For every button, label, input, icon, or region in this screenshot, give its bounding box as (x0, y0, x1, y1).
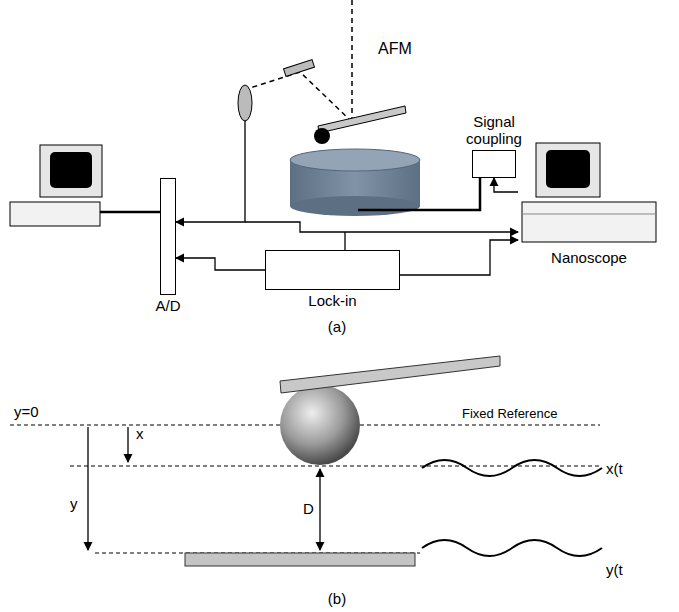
cantilever (280, 356, 500, 393)
cylinder-top (290, 149, 420, 171)
laser-beam (250, 0, 352, 122)
lockin-box: Lock-in (265, 250, 400, 290)
sphere (280, 385, 360, 465)
ad-to-computer-wire (100, 211, 160, 214)
mirror (283, 60, 314, 77)
computer (522, 143, 656, 242)
detector-to-nanoscope-wire (245, 222, 518, 232)
laser-incident (351, 0, 353, 122)
node-label: Signal coupling (452, 113, 536, 147)
keyboard-line (522, 214, 656, 215)
y-wave (422, 540, 602, 556)
screen (546, 150, 590, 188)
annotation-label: x(t (606, 460, 623, 477)
coupling-to-piezo-wire (358, 178, 480, 210)
node-label: Lock-in (308, 292, 356, 309)
annotation-label: x (136, 425, 144, 442)
computer-base (522, 202, 656, 242)
controller-computer: Nanoscope (518, 140, 660, 246)
computer (10, 145, 102, 226)
laser-reflected (300, 72, 352, 122)
piezo-cylinder (290, 149, 420, 216)
annotation-label: y(t (606, 561, 623, 578)
dimension-arrows (88, 427, 320, 550)
photodetector (238, 85, 252, 121)
d-arrow (319, 469, 320, 550)
coupling-box: Signal coupling (472, 150, 516, 178)
cantilever (318, 106, 406, 133)
signal-connector (494, 178, 518, 192)
node-label: Nanoscope (551, 249, 627, 266)
detector-to-ad-wire (176, 121, 245, 222)
annotation-label: y=0 (14, 403, 39, 420)
oscillation-waves (422, 460, 602, 556)
annotation-label: y (70, 495, 78, 512)
annotation-label: (a) (328, 318, 346, 335)
signal-connector (400, 240, 518, 275)
y-arrow (87, 427, 88, 550)
signal-connector (176, 258, 265, 270)
x-line (70, 466, 600, 467)
annotation-label: (b) (328, 590, 346, 607)
annotation-label: D (303, 500, 314, 517)
x-wave (422, 460, 602, 476)
monitor (536, 143, 600, 197)
monitor (40, 145, 102, 197)
screen (50, 152, 92, 188)
substrate (185, 553, 415, 566)
probe-ball (314, 128, 330, 144)
cylinder-bottom (290, 196, 420, 216)
converter-box: A/D (160, 178, 176, 295)
computer-base (10, 202, 100, 226)
annotation-label: AFM (378, 40, 412, 57)
annotation-label: Fixed Reference (460, 405, 559, 422)
x-arrow (127, 427, 128, 462)
node-label: A/D (155, 297, 180, 314)
